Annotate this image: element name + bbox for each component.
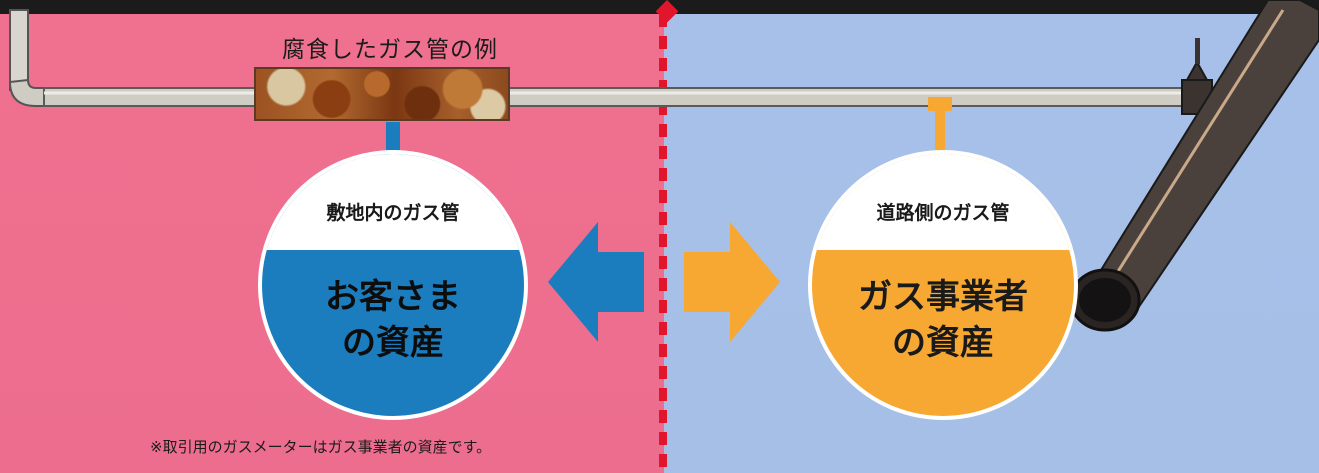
left-arrow-icon [548, 222, 644, 342]
corroded-pipe-photo [254, 67, 510, 121]
road-side-pipe-label: 道路側のガス管 [876, 202, 1010, 224]
utility-asset-circle: 道路側のガス管 ガス事業者 の資産 [808, 150, 1078, 420]
customer-asset-line2: の資産 [342, 323, 444, 363]
customer-asset-line1: お客さま [325, 277, 461, 317]
valve-cap [1185, 59, 1209, 81]
property-boundary-line [659, 14, 667, 473]
main-pipe-inner [1079, 278, 1131, 322]
utility-connector [935, 97, 945, 153]
main-pipe-stripe [1103, 9, 1285, 293]
riser-pipe [9, 9, 29, 91]
on-premises-pipe-label: 敷地内のガス管 [326, 202, 460, 224]
customer-connector [386, 122, 400, 152]
customer-asset-text: お客さま の資産 [262, 274, 524, 366]
utility-asset-line1: ガス事業者 [858, 277, 1028, 317]
valve-stem [1195, 38, 1200, 64]
customer-asset-circle: 敷地内のガス管 お客さま の資産 [258, 150, 528, 420]
service-pipe [43, 87, 1191, 107]
utility-asset-line2: の資産 [892, 323, 994, 363]
corrosion-caption: 腐食したガス管の例 [282, 37, 498, 63]
right-arrow-icon [684, 222, 780, 342]
gas-meter-footnote: ※取引用のガスメーターはガス事業者の資産です。 [150, 438, 492, 456]
utility-circle-cap [812, 154, 1074, 250]
elbow-joint [8, 78, 49, 107]
customer-circle-cap [262, 154, 524, 250]
utility-asset-text: ガス事業者 の資産 [812, 274, 1074, 366]
